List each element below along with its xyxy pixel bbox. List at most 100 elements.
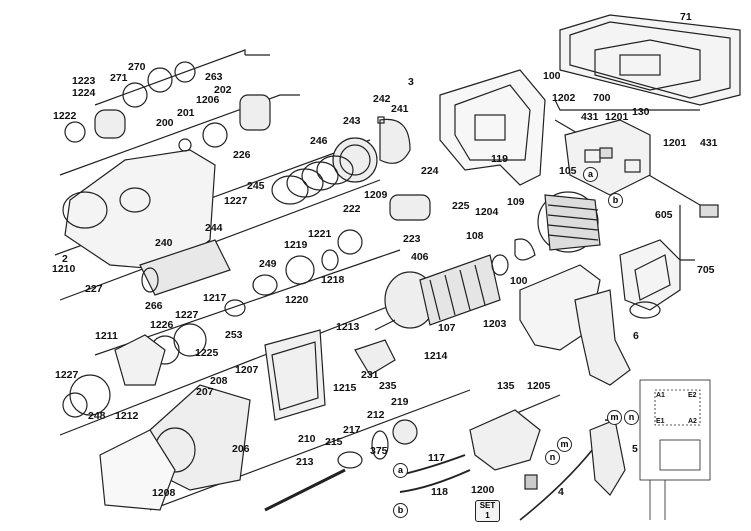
part-label: 130: [632, 106, 650, 118]
part-label: 235: [379, 380, 397, 392]
part-label: 108: [466, 230, 484, 242]
part-label: 1222: [53, 110, 77, 122]
part-label: 135: [497, 380, 515, 392]
part-label: 1214: [424, 350, 448, 362]
part-label: 431: [581, 111, 599, 123]
part-label: 1209: [364, 189, 388, 201]
part-label: 119: [491, 153, 508, 165]
circle-letter: a: [393, 463, 408, 478]
part-label: 245: [247, 180, 265, 192]
bracket-line: [59, 94, 300, 176]
part-label: 1206: [196, 94, 220, 106]
part-label: 118: [431, 486, 448, 498]
part-label: 109: [507, 196, 525, 208]
part-label: 1225: [195, 347, 219, 359]
part-label: 1219: [284, 239, 308, 251]
part-label: 406: [411, 251, 429, 263]
schematic-label: E1: [656, 418, 665, 425]
set-box: SET 1: [475, 500, 500, 522]
part-label: 5: [632, 443, 638, 455]
schematic-label: A2: [688, 418, 697, 425]
part-label: 100: [543, 70, 561, 82]
part-label: 1218: [321, 274, 345, 286]
circle-letter: m: [607, 410, 622, 425]
part-label: 217: [343, 424, 361, 436]
part-label: 248: [88, 410, 106, 422]
carry-case: [559, 14, 741, 106]
circle-letter: b: [393, 503, 408, 518]
part-label: 240: [155, 237, 173, 249]
part-label: 100: [510, 275, 528, 287]
part-label: 1211: [95, 330, 118, 342]
part-label: 241: [391, 103, 409, 115]
part-label: 1201: [663, 137, 687, 149]
part-label: 1227: [175, 309, 199, 321]
part-label: 105: [559, 165, 577, 177]
circle-letter: n: [624, 410, 639, 425]
part-label: 107: [438, 322, 456, 334]
bracket-line: [149, 389, 471, 511]
part-label: 1220: [285, 294, 309, 306]
motor-housing: [439, 69, 546, 186]
part-label: 253: [225, 329, 243, 341]
set-box-top: SET: [479, 501, 496, 510]
circle-letter: b: [608, 193, 623, 208]
part-label: 375: [370, 445, 388, 457]
part-label: 222: [343, 203, 361, 215]
part-label: 6: [633, 330, 639, 342]
schematic-label: A1: [656, 392, 665, 399]
part-label: 244: [205, 222, 223, 234]
part-label: 1213: [336, 321, 360, 333]
part-label: 3: [408, 76, 414, 88]
part-label: 1221: [308, 228, 332, 240]
part-label: 246: [310, 135, 328, 147]
part-label: 227: [85, 283, 103, 295]
part-label: 1205: [527, 380, 551, 392]
bracket-line: [94, 49, 246, 106]
part-label: 271: [110, 72, 128, 84]
part-label: 206: [232, 443, 250, 455]
part-label: 249: [259, 258, 277, 270]
part-label: 202: [214, 84, 232, 96]
part-label: 213: [296, 456, 314, 468]
part-label: 266: [145, 300, 163, 312]
part-label: 263: [205, 71, 223, 83]
part-label: 1203: [483, 318, 507, 330]
part-label: 431: [700, 137, 718, 149]
part-label: 1227: [224, 195, 248, 207]
part-label: 1215: [333, 382, 357, 394]
part-label: 71: [680, 11, 692, 23]
part-label: 117: [428, 452, 445, 464]
schematic-label: E2: [688, 392, 697, 399]
part-label: 210: [298, 433, 316, 445]
part-label: 219: [391, 396, 409, 408]
bracket-line: [59, 299, 406, 436]
part-label: 605: [655, 209, 673, 221]
part-label: 1212: [115, 410, 139, 422]
part-label: 200: [156, 117, 174, 129]
part-label: 201: [177, 107, 195, 119]
part-label: 208: [210, 375, 228, 387]
part-label: 226: [233, 149, 251, 161]
part-label: 1204: [475, 206, 499, 218]
part-label: 1210: [52, 263, 76, 275]
part-label: 243: [343, 115, 361, 127]
part-label: 1226: [150, 319, 174, 331]
part-label: 225: [452, 200, 470, 212]
part-label: 1223: [72, 75, 96, 87]
part-label: 212: [367, 409, 385, 421]
part-label: 1201: [605, 111, 629, 123]
part-label: 4: [558, 486, 564, 498]
part-label: 223: [403, 233, 421, 245]
gear-housing: [64, 149, 216, 271]
part-label: 270: [128, 61, 146, 73]
part-label: 1202: [552, 92, 576, 104]
part-label: 1207: [235, 364, 259, 376]
part-label: 1200: [471, 484, 495, 496]
bracket-line: [59, 179, 381, 301]
part-label: 2: [62, 253, 68, 265]
circle-letter: m: [557, 437, 572, 452]
part-label: 231: [361, 369, 379, 381]
